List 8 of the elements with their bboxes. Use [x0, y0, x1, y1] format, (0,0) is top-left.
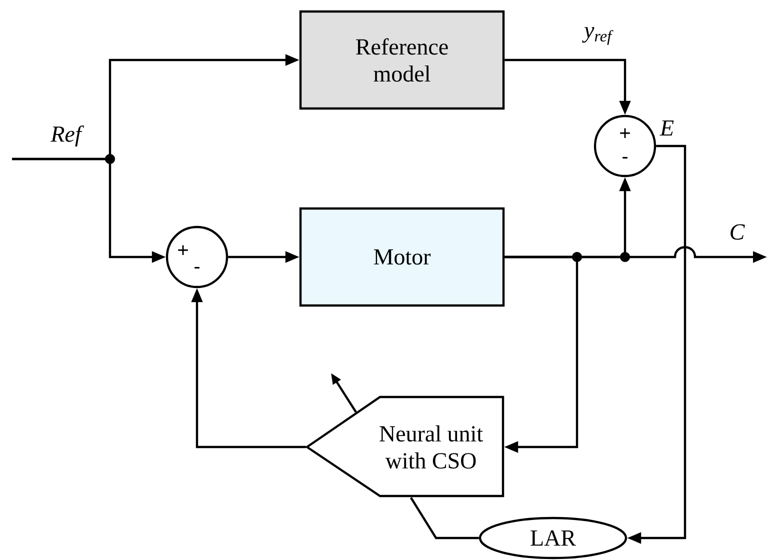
- signal-label: E: [658, 119, 676, 137]
- signal-label: Ref: [50, 124, 84, 148]
- block-box: Motor: [299, 207, 505, 307]
- summing-junction: + -: [594, 114, 656, 178]
- summing-junction: + -: [166, 226, 228, 288]
- block-box: Reference model: [299, 10, 505, 110]
- signal-label: C: [728, 223, 746, 241]
- signal-label: y$_{ref}$: [582, 26, 614, 46]
